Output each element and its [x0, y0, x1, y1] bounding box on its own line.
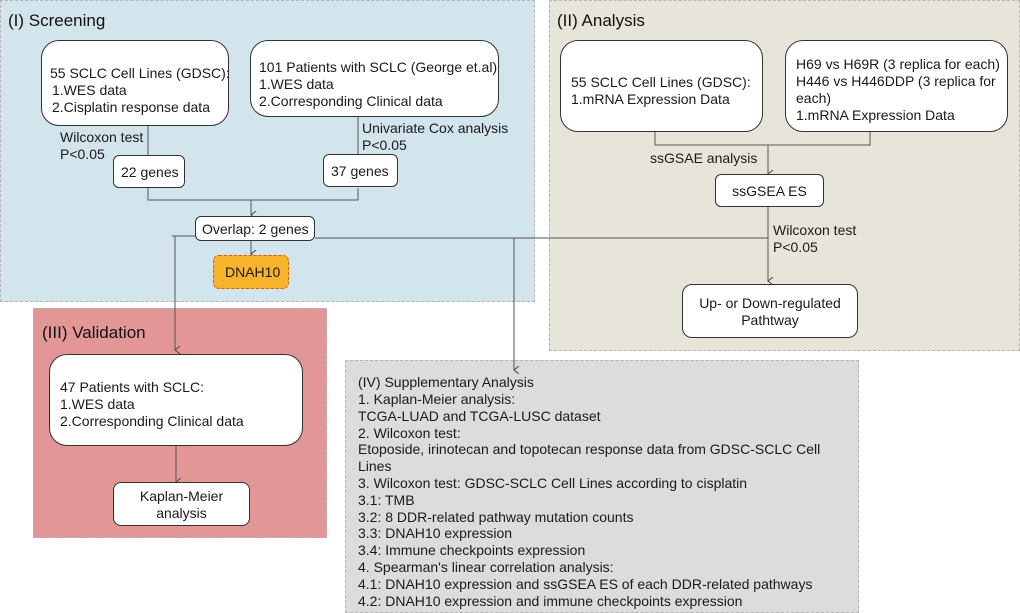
- box-line: 2.Cisplatin response data: [52, 99, 210, 115]
- box-h69-h446: H69 vs H69R (3 replica for each) H446 vs…: [785, 40, 1008, 132]
- box-gdsc-mrna: 55 SCLC Cell Lines (GDSC): 1.mRNA Expres…: [560, 40, 763, 132]
- box-47-patients: 47 Patients with SCLC: 1.WES data 2.Corr…: [49, 354, 303, 446]
- supplementary-item: Lines: [358, 458, 392, 475]
- label-line: Univariate Cox analysis: [362, 120, 509, 136]
- box-ssgsea-es: ssGSEA ES: [715, 174, 824, 207]
- supplementary-item: 3.1: TMB: [358, 491, 415, 508]
- box-pathway: Up- or Down-regulated Pathtway: [682, 284, 858, 338]
- box-george-patients: 101 Patients with SCLC (George et.al) 1.…: [250, 40, 499, 117]
- genes-37-label: 37 genes: [331, 163, 389, 179]
- dnah10-label: DNAH10: [225, 264, 281, 280]
- supplementary-item: 3.3: DNAH10 expression: [358, 525, 513, 542]
- box-line: 47 Patients with SCLC:: [60, 379, 204, 395]
- panel-supplementary-title: (IV) Supplementary Analysis: [358, 374, 534, 390]
- box-line: 1.WES data: [52, 82, 127, 98]
- box-line: Pathtway: [741, 312, 799, 328]
- box-line: 2.Corresponding Clinical data: [60, 413, 244, 429]
- box-line: 1.WES data: [259, 76, 334, 92]
- box-line: analysis: [156, 505, 207, 521]
- box-line: 55 SCLC Cell Lines (GDSC):: [571, 74, 751, 90]
- overlap-label: Overlap: 2 genes: [202, 221, 309, 237]
- supplementary-item: 1. Kaplan-Meier analysis:: [358, 391, 516, 407]
- box-line: 55 SCLC Cell Lines (GDSC):: [50, 65, 230, 81]
- supplementary-item: 4. Spearman's linear correlation analysi…: [358, 558, 614, 575]
- label-line: Wilcoxon test: [60, 129, 144, 145]
- label-ssgsae-analysis: ssGSAE analysis: [650, 150, 758, 166]
- box-line: Up- or Down-regulated: [699, 295, 841, 311]
- label-line: P<0.05: [773, 239, 818, 255]
- label-line: Wilcoxon test: [773, 222, 857, 238]
- supplementary-item: 3.4: Immune checkpoints expression: [358, 542, 586, 559]
- supplementary-item: TCGA-LUAD and TCGA-LUSC dataset: [358, 407, 601, 424]
- label-line: P<0.05: [362, 137, 407, 153]
- box-line: H69 vs H69R (3 replica for each): [796, 56, 1000, 72]
- supplementary-item: 4.2: DNAH10 expression and immune checkp…: [358, 592, 743, 609]
- label-cox: Univariate Cox analysis P<0.05: [362, 120, 508, 154]
- box-dnah10: DNAH10: [213, 255, 289, 289]
- box-line: H446 vs H446DDP (3 replica for: [796, 73, 996, 89]
- box-line: 1.WES data: [60, 396, 135, 412]
- box-line: 2.Corresponding Clinical data: [259, 93, 443, 109]
- genes-22-label: 22 genes: [121, 164, 179, 180]
- box-line: each): [796, 90, 832, 106]
- panel-screening-title: (I) Screening: [8, 11, 106, 30]
- box-overlap: Overlap: 2 genes: [195, 216, 315, 241]
- supplementary-list: 1. Kaplan-Meier analysis:TCGA-LUAD and T…: [358, 391, 820, 609]
- supplementary-item: Etoposide, irinotecan and topotecan resp…: [358, 441, 821, 458]
- label-wilcoxon-screening: Wilcoxon test P<0.05: [60, 129, 143, 163]
- label-wilcoxon-analysis: Wilcoxon test P<0.05: [773, 222, 856, 256]
- box-line: Kaplan-Meier: [139, 488, 224, 504]
- box-37-genes: 37 genes: [323, 154, 398, 187]
- panel-supplementary: (IV) Supplementary Analysis 1. Kaplan-Me…: [345, 360, 859, 613]
- box-kaplan-meier: Kaplan-Meier analysis: [113, 482, 250, 526]
- box-gdsc-wes: 55 SCLC Cell Lines (GDSC): 1.WES data 2.…: [41, 40, 230, 126]
- ssgsea-es-label: ssGSEA ES: [732, 183, 807, 199]
- supplementary-item: 4.1: DNAH10 expression and ssGSEA ES of …: [358, 575, 813, 592]
- box-22-genes: 22 genes: [113, 155, 185, 188]
- supplementary-item: 3.2: 8 DDR-related pathway mutation coun…: [358, 508, 634, 525]
- box-line: 1.mRNA Expression Data: [796, 107, 955, 123]
- panel-analysis-title: (II) Analysis: [557, 11, 645, 30]
- box-line: 101 Patients with SCLC (George et.al): [259, 59, 498, 75]
- panel-validation-title: (III) Validation: [42, 323, 146, 342]
- label-line: P<0.05: [60, 146, 105, 162]
- box-line: 1.mRNA Expression Data: [571, 91, 730, 107]
- supplementary-item: 3. Wilcoxon test: GDSC-SCLC Cell Lines a…: [358, 474, 748, 491]
- supplementary-item: 2. Wilcoxon test:: [358, 424, 461, 441]
